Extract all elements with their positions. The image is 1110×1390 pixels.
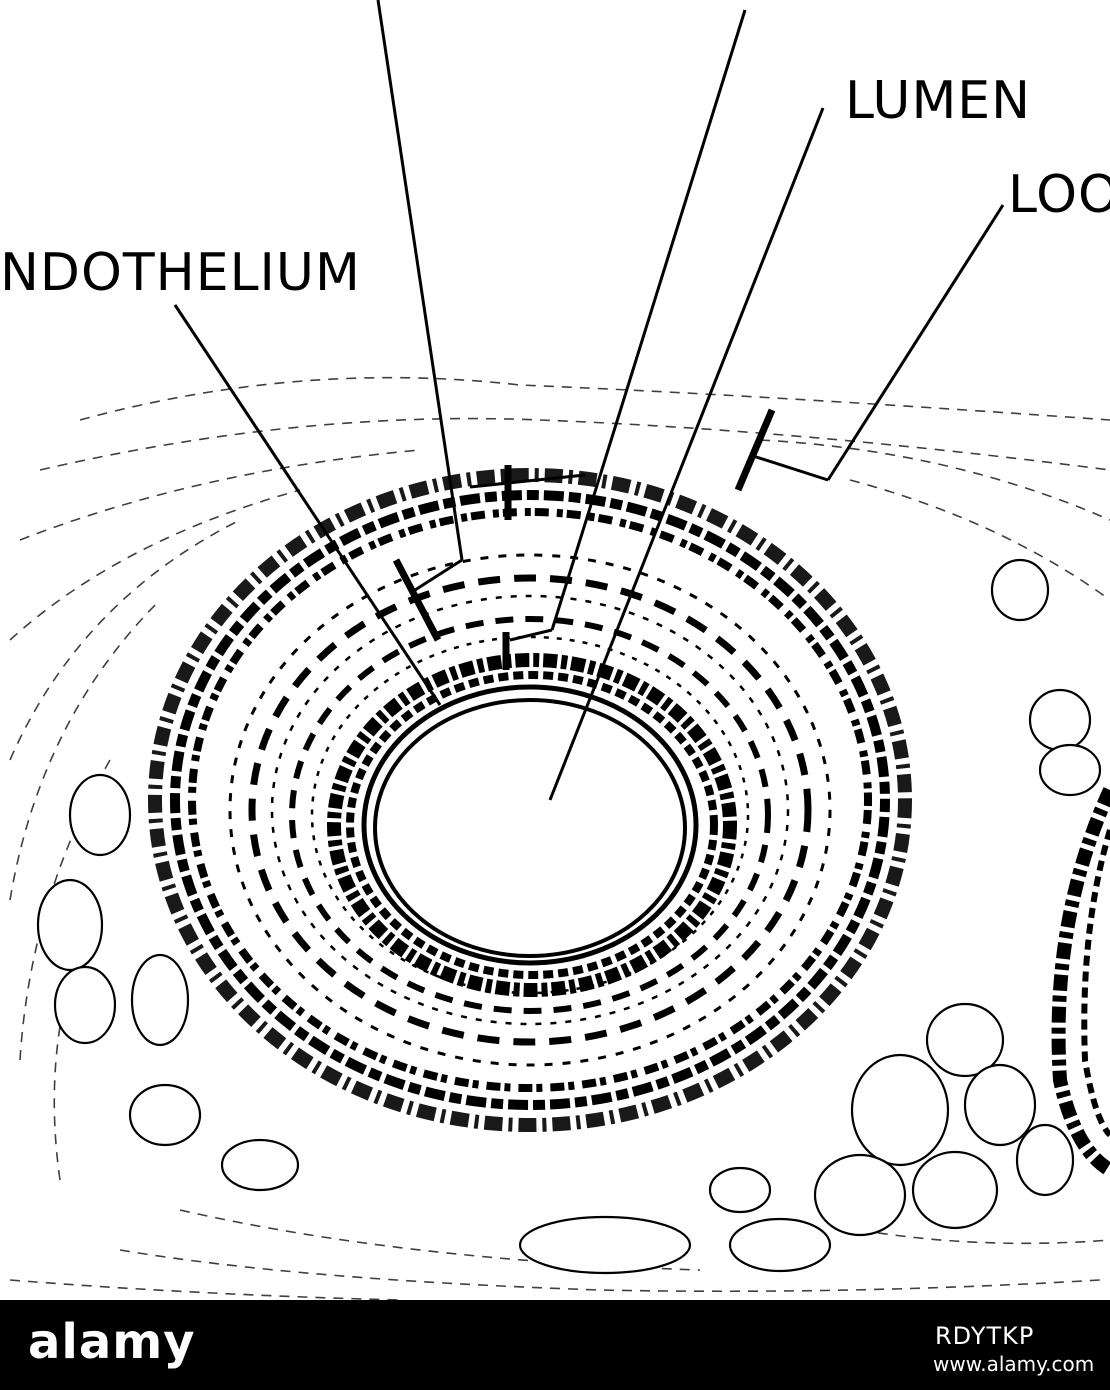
- watermark-bar: alamy RDYTKP www.alamy.com: [0, 1300, 1110, 1390]
- artery-cross-section-diagram: NDOTHELIUM LUMEN LOO: [0, 0, 1110, 1300]
- adjacent-vessel: [1051, 787, 1110, 1177]
- artery-wall: [148, 468, 912, 1132]
- alamy-logo: alamy: [28, 1314, 196, 1370]
- lumen-area: [373, 698, 687, 958]
- site-url: www.alamy.com: [933, 1352, 1095, 1376]
- image-id: RDYTKP: [935, 1322, 1035, 1350]
- leader-lines: [173, 0, 1005, 801]
- label-endothelium: NDOTHELIUM: [0, 243, 361, 303]
- label-lumen: LUMEN: [845, 71, 1031, 131]
- layer-brackets: [392, 408, 776, 670]
- fat-cells: [36, 558, 1102, 1275]
- label-loose: LOO: [1008, 165, 1110, 225]
